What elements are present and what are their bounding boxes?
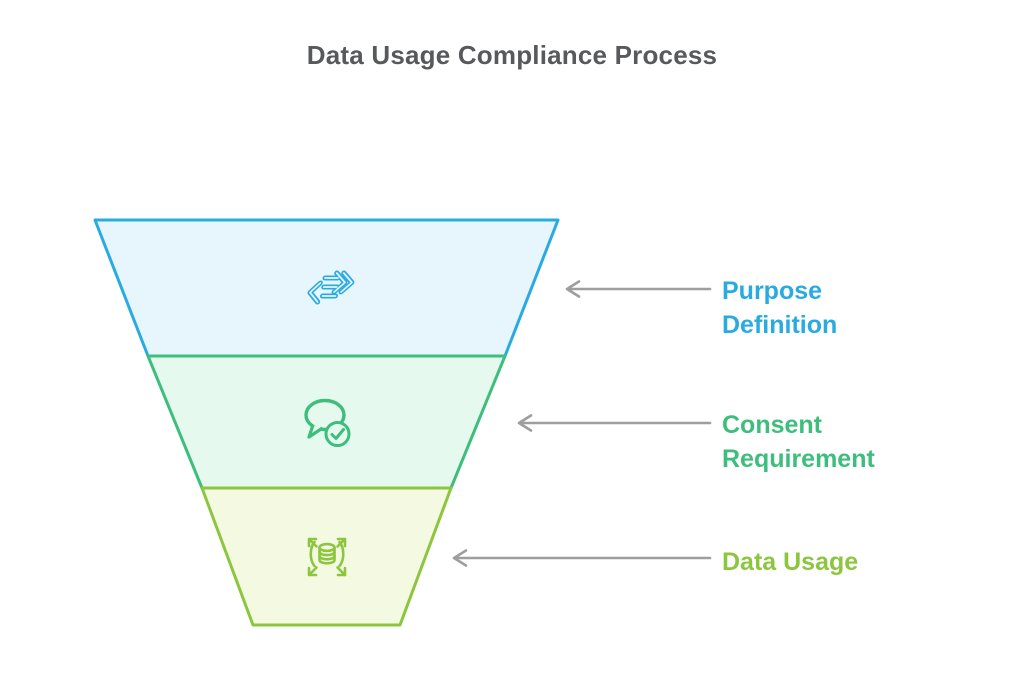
- page-title: Data Usage Compliance Process: [306, 40, 718, 70]
- consent-check-icon: [304, 398, 351, 447]
- data-distribution-icon: [307, 537, 347, 577]
- stage-label-consent-requirement: Consent Requirement: [722, 411, 875, 473]
- pointer-arrows: [452, 280, 712, 567]
- left-arrow-icon: [517, 414, 712, 432]
- stage-label-data-usage: Data Usage: [722, 548, 859, 576]
- left-arrow-icon: [565, 280, 712, 298]
- funnel-stage-3-shape: [200, 486, 453, 627]
- stage-label-purpose-definition: Purpose Definition: [722, 277, 838, 339]
- left-arrow-icon: [452, 549, 712, 567]
- data-transfer-icon: [307, 270, 355, 305]
